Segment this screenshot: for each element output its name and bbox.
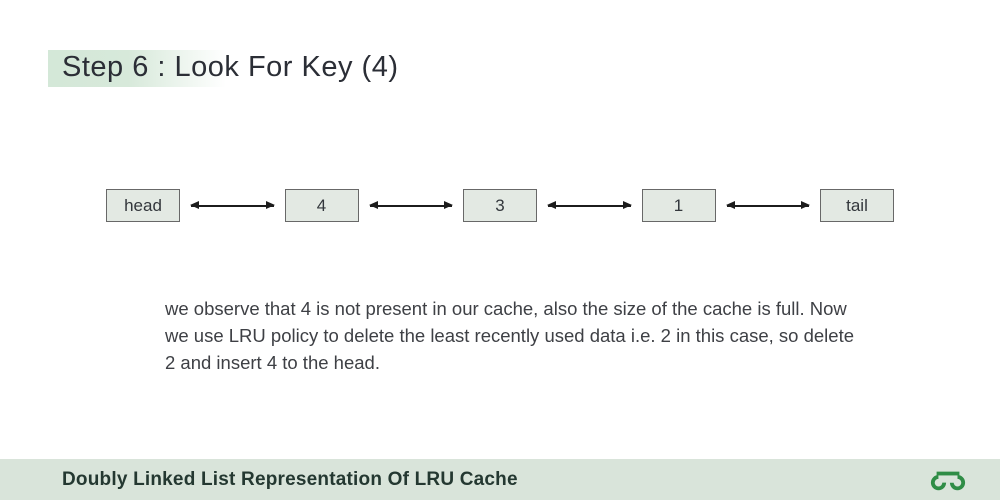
node-label: 3 — [495, 195, 505, 215]
node-3: 3 — [463, 189, 537, 222]
title-block: Step 6 : Look For Key (4) — [48, 48, 398, 88]
node-label: 1 — [673, 195, 684, 215]
double-arrow-icon — [180, 201, 285, 209]
footer-caption: Doubly Linked List Representation Of LRU… — [62, 468, 518, 490]
node-tail: tail — [820, 189, 894, 222]
double-arrow-icon — [716, 201, 821, 209]
linked-list-diagram: head 4 3 1 tail — [106, 189, 894, 222]
description-text: we observe that 4 is not present in our … — [165, 298, 855, 373]
node-1: 1 — [641, 189, 716, 222]
double-arrow-icon — [537, 201, 642, 209]
geeksforgeeks-logo-icon — [929, 468, 967, 492]
page-title: Step 6 : Look For Key (4) — [62, 51, 399, 83]
node-label: head — [124, 195, 162, 215]
node-head: head — [106, 189, 180, 222]
footer-bar: Doubly Linked List Representation Of LRU… — [0, 459, 1000, 500]
double-arrow-icon — [359, 201, 464, 209]
node-4: 4 — [284, 189, 359, 222]
title-highlight — [48, 50, 226, 87]
node-label: tail — [846, 195, 868, 215]
node-label: 4 — [316, 195, 327, 215]
